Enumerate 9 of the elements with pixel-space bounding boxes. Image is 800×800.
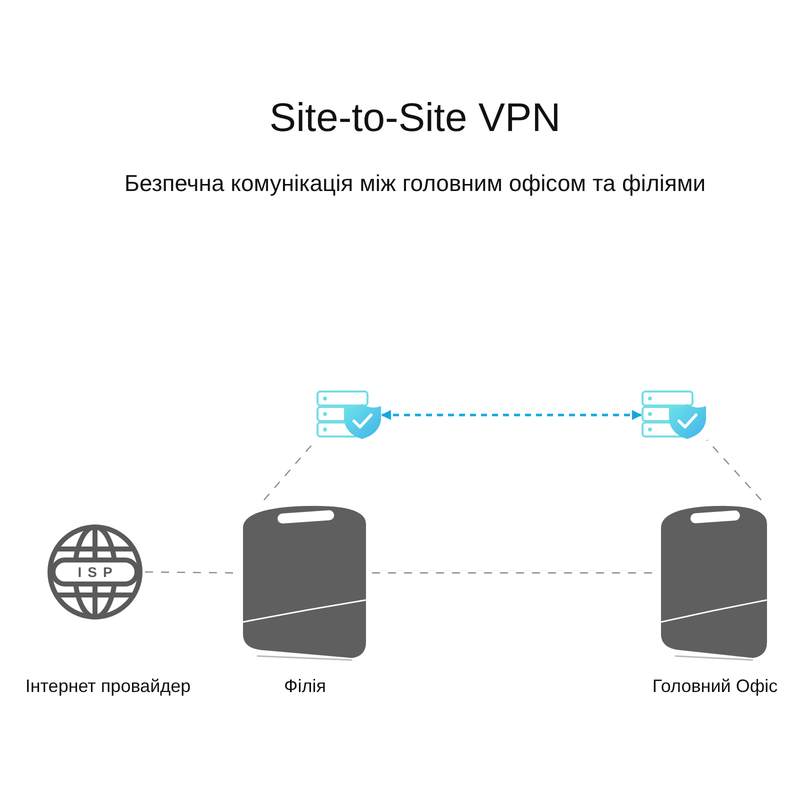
- node-caption: Філія: [283, 676, 327, 697]
- arrow: [381, 410, 642, 420]
- globe-label: ISP: [76, 564, 118, 580]
- subtitle: Безпечна комунікація між головним офісом та філіями: [123, 170, 707, 197]
- title: Site-to-Site VPN: [268, 96, 562, 141]
- connector-line: [706, 440, 762, 500]
- node-caption: Інтернет провайдер: [24, 676, 192, 697]
- connector-line: [372, 572, 655, 574]
- node-caption: Головний Офіс: [651, 676, 779, 697]
